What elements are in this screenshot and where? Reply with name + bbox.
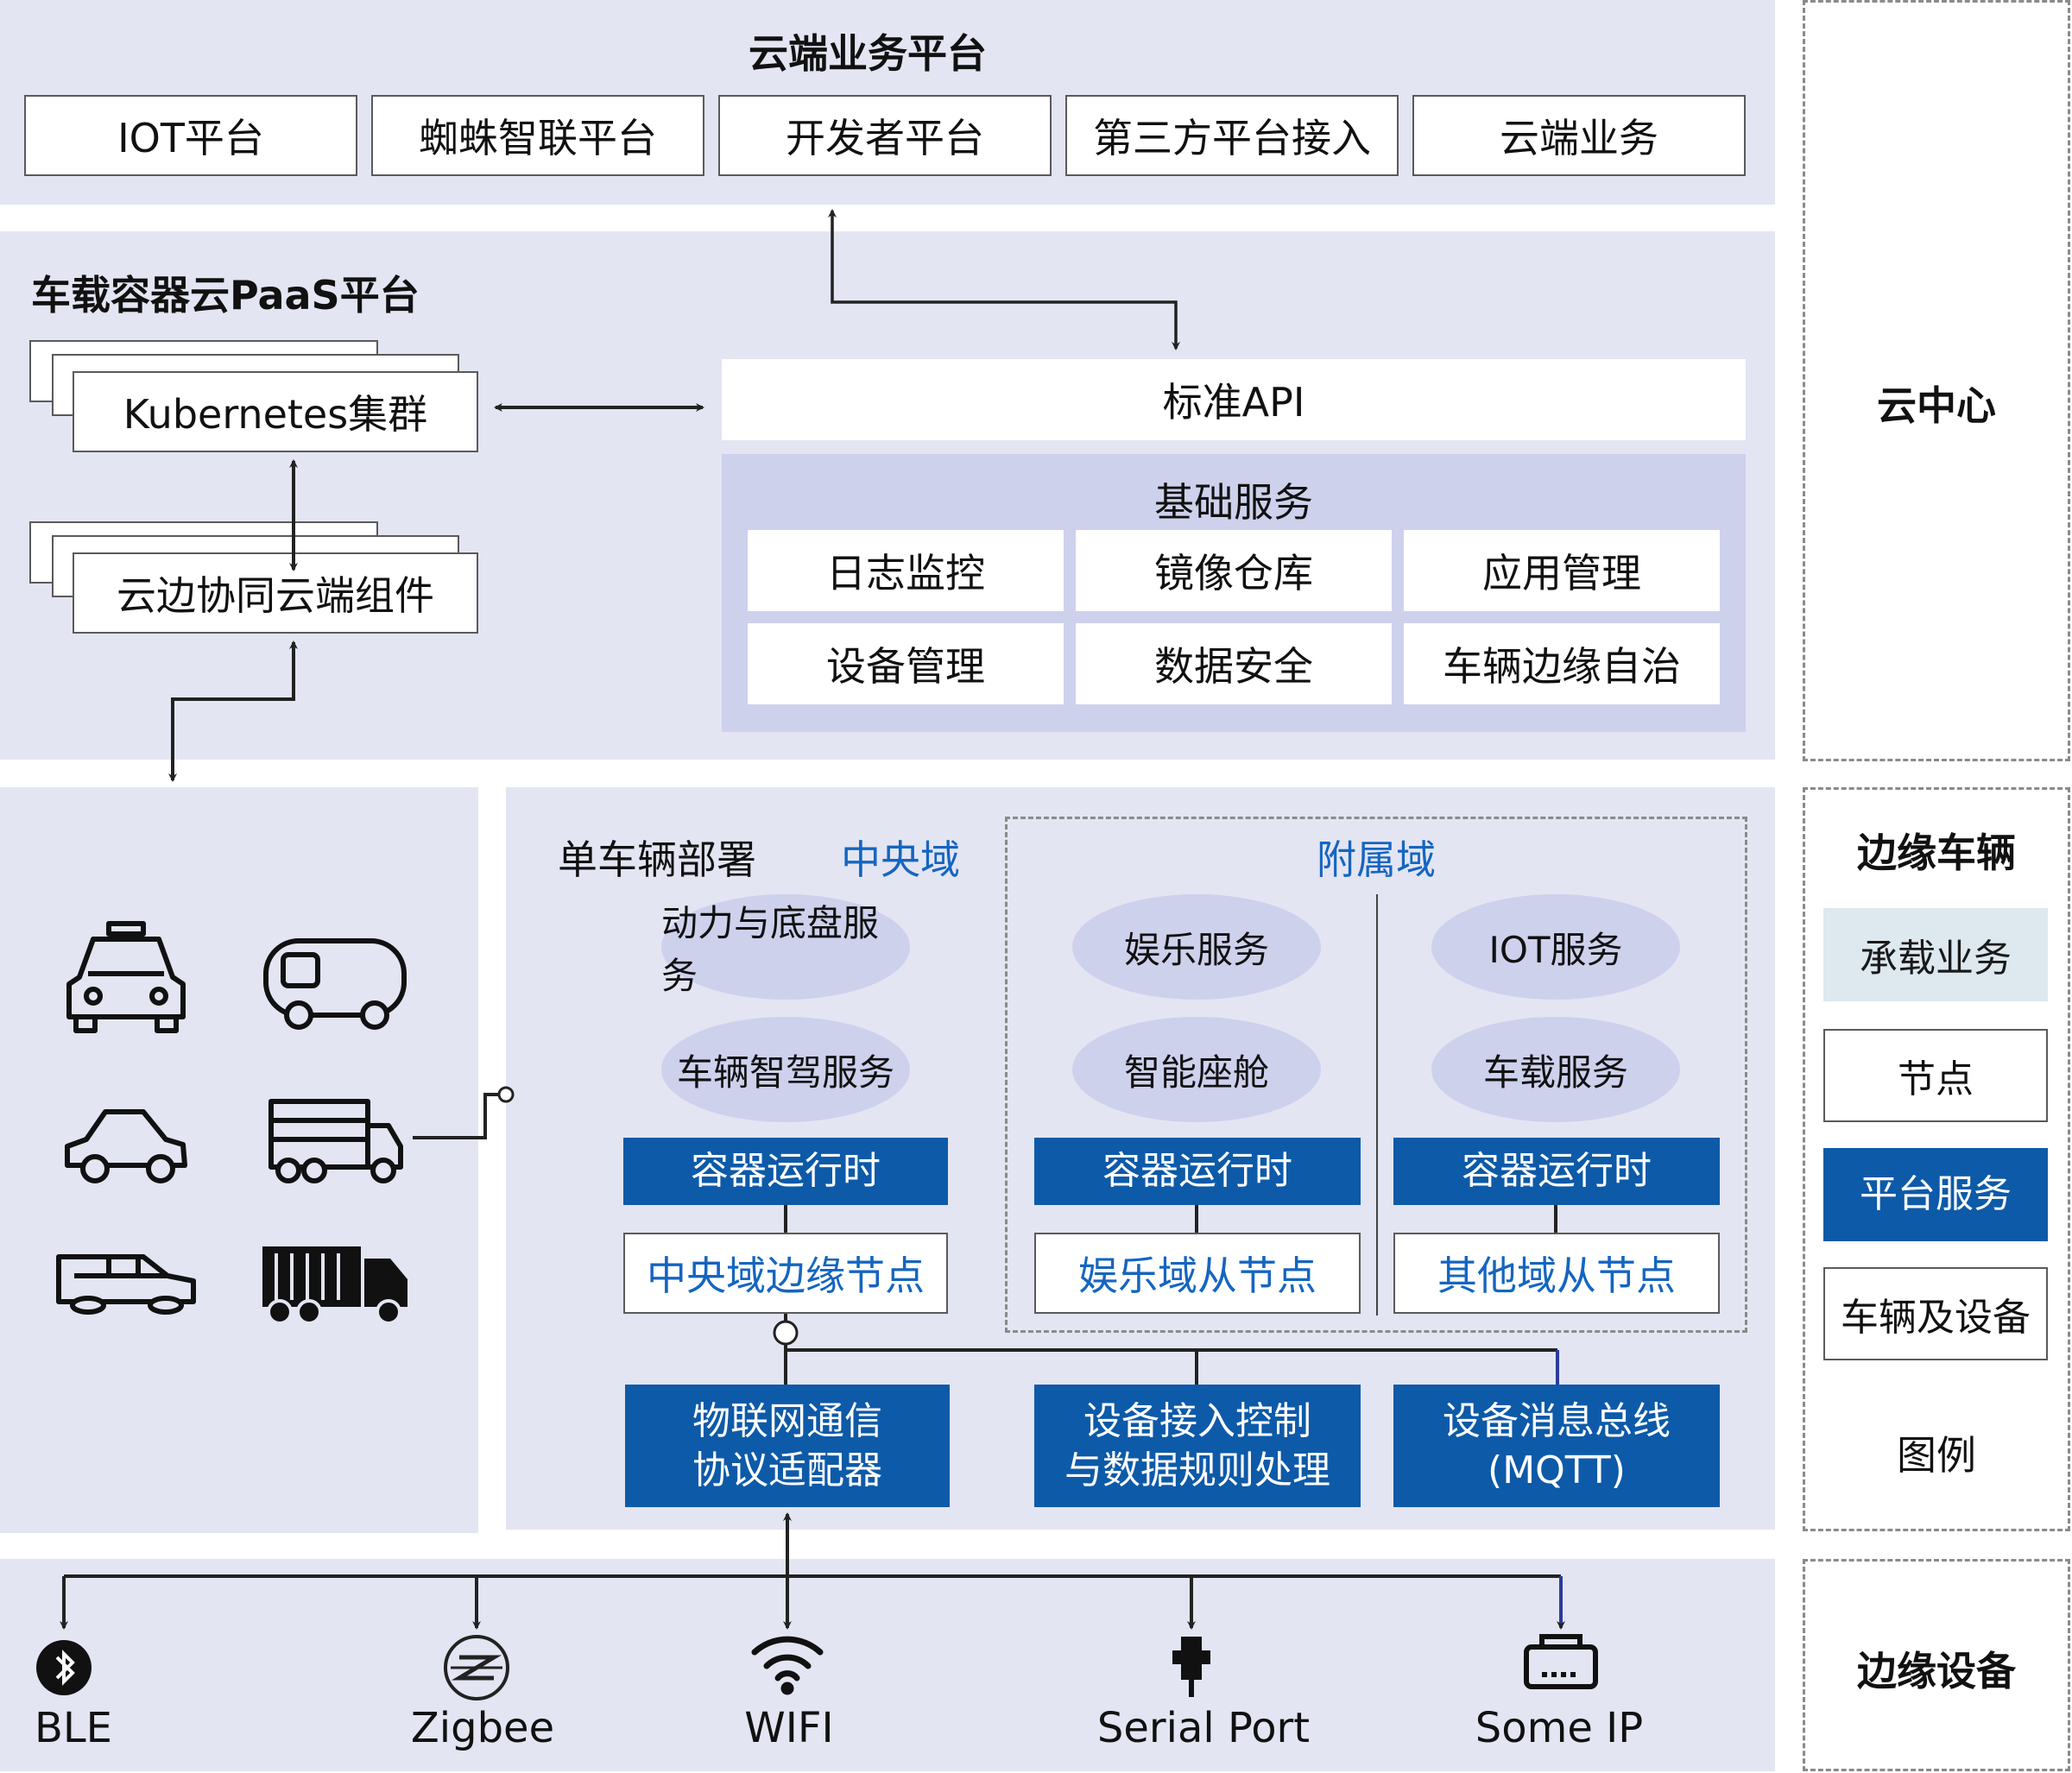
iot-service: IOT服务 [1431, 894, 1680, 1000]
log-monitor-box: 日志监控 [748, 530, 1064, 611]
vehicle-edge-autonomy-box: 车辆边缘自治 [1404, 623, 1720, 704]
standard-api-box: 标准API [722, 359, 1746, 440]
entertainment-service: 娱乐服务 [1072, 894, 1321, 1000]
container-truck-icon [262, 1246, 407, 1325]
zigbee-icon [444, 1635, 509, 1700]
vehicles-deploy-connector [413, 1093, 499, 1139]
spider-platform-box: 蜘蛛智联平台 [371, 95, 704, 176]
cloud-business-title: 云端业务平台 [749, 30, 987, 77]
legend-cloud-center: 云中心 [1877, 382, 1996, 429]
legend-cloud-frame [1803, 0, 2070, 761]
iot-protocol-adapter-box: 物联网通信 协议适配器 [625, 1385, 950, 1507]
vehicles-deploy-dot [497, 1086, 515, 1103]
bluetooth-icon [36, 1640, 92, 1695]
device-access-control-line1: 设备接入控制 [1083, 1398, 1311, 1443]
legend-vehicle-device: 车辆及设备 [1823, 1267, 2048, 1360]
image-registry-box: 镜像仓库 [1076, 530, 1392, 611]
legend-edge-vehicle-frame [1803, 787, 2070, 1531]
truck-icon [268, 1099, 403, 1183]
base-services-title: 基础服务 [1154, 479, 1313, 526]
data-security-box: 数据安全 [1076, 623, 1392, 704]
central-edge-node-box: 中央域边缘节点 [623, 1233, 948, 1314]
van-icon [263, 938, 407, 1030]
device-label-zigbee: Zigbee [410, 1704, 555, 1752]
ent-slave-node-box: 娱乐域从节点 [1034, 1233, 1361, 1314]
taxi-icon [66, 921, 186, 1033]
smart-cockpit-service: 智能座舱 [1072, 1017, 1321, 1122]
component-vehicles-connector [168, 640, 298, 782]
edge-devices-panel [0, 1559, 1775, 1771]
device-message-bus-line1: 设备消息总线 [1443, 1398, 1671, 1443]
device-management-box: 设备管理 [748, 623, 1064, 704]
paas-title: 车载容器云PaaS平台 [31, 272, 420, 319]
single-vehicle-title: 单车辆部署 [558, 836, 756, 883]
smart-driving-service: 车辆智驾服务 [661, 1017, 910, 1122]
app-management-box: 应用管理 [1404, 530, 1720, 611]
iot-platform-box: IOT平台 [24, 95, 357, 176]
cloud-edge-component-box: 云边协同云端组件 [73, 552, 478, 634]
central-runtime-box: 容器运行时 [623, 1138, 948, 1205]
device-access-control-line2: 与数据规则处理 [1064, 1448, 1330, 1492]
legend-edge-device: 边缘设备 [1857, 1648, 2016, 1694]
other-slave-node-box: 其他域从节点 [1393, 1233, 1720, 1314]
iot-protocol-adapter-line2: 协议适配器 [692, 1448, 882, 1492]
ethernet-port-icon [1524, 1634, 1598, 1689]
serial-port-icon [1172, 1637, 1210, 1697]
subsidiary-domain-frame [1005, 817, 1747, 1333]
device-label-serial-port: Serial Port [1096, 1704, 1311, 1752]
legend-node: 节点 [1823, 1029, 2048, 1122]
central-domain-label: 中央域 [841, 836, 960, 883]
device-message-bus-box: 设备消息总线 (MQTT) [1393, 1385, 1720, 1507]
legend-edge-device-frame [1803, 1559, 2070, 1771]
k8s-cluster-box: Kubernetes集群 [73, 371, 478, 452]
cloud-api-connector [828, 209, 1180, 350]
in-vehicle-service: 车载服务 [1431, 1017, 1680, 1122]
subsidiary-domain-label: 附属域 [1317, 836, 1436, 883]
device-label-wifi: WIFI [744, 1704, 834, 1752]
subsidiary-divider [1376, 894, 1378, 1316]
device-message-bus-line2: (MQTT) [1488, 1448, 1626, 1492]
cloud-service-box: 云端业务 [1412, 95, 1746, 176]
legend-platform-service: 平台服务 [1823, 1148, 2048, 1241]
developer-platform-box: 开发者平台 [718, 95, 1052, 176]
legend-hosted-service: 承载业务 [1823, 908, 2048, 1001]
other-runtime-box: 容器运行时 [1393, 1138, 1720, 1205]
central-node-dot [773, 1320, 799, 1346]
device-label-ble: BLE [35, 1704, 112, 1752]
ent-runtime-box: 容器运行时 [1034, 1138, 1361, 1205]
legend-edge-vehicle: 边缘车辆 [1857, 830, 2016, 876]
wagon-icon [56, 1254, 196, 1315]
device-access-control-box: 设备接入控制 与数据规则处理 [1034, 1385, 1361, 1507]
car-icon [65, 1109, 187, 1183]
iot-protocol-adapter-line1: 物联网通信 [692, 1398, 882, 1443]
legend-caption: 图例 [1897, 1432, 1976, 1479]
wifi-icon [751, 1636, 824, 1695]
device-label-some-ip: Some IP [1475, 1704, 1644, 1752]
power-chassis-service: 动力与底盘服务 [661, 894, 910, 1000]
third-party-platform-box: 第三方平台接入 [1065, 95, 1399, 176]
